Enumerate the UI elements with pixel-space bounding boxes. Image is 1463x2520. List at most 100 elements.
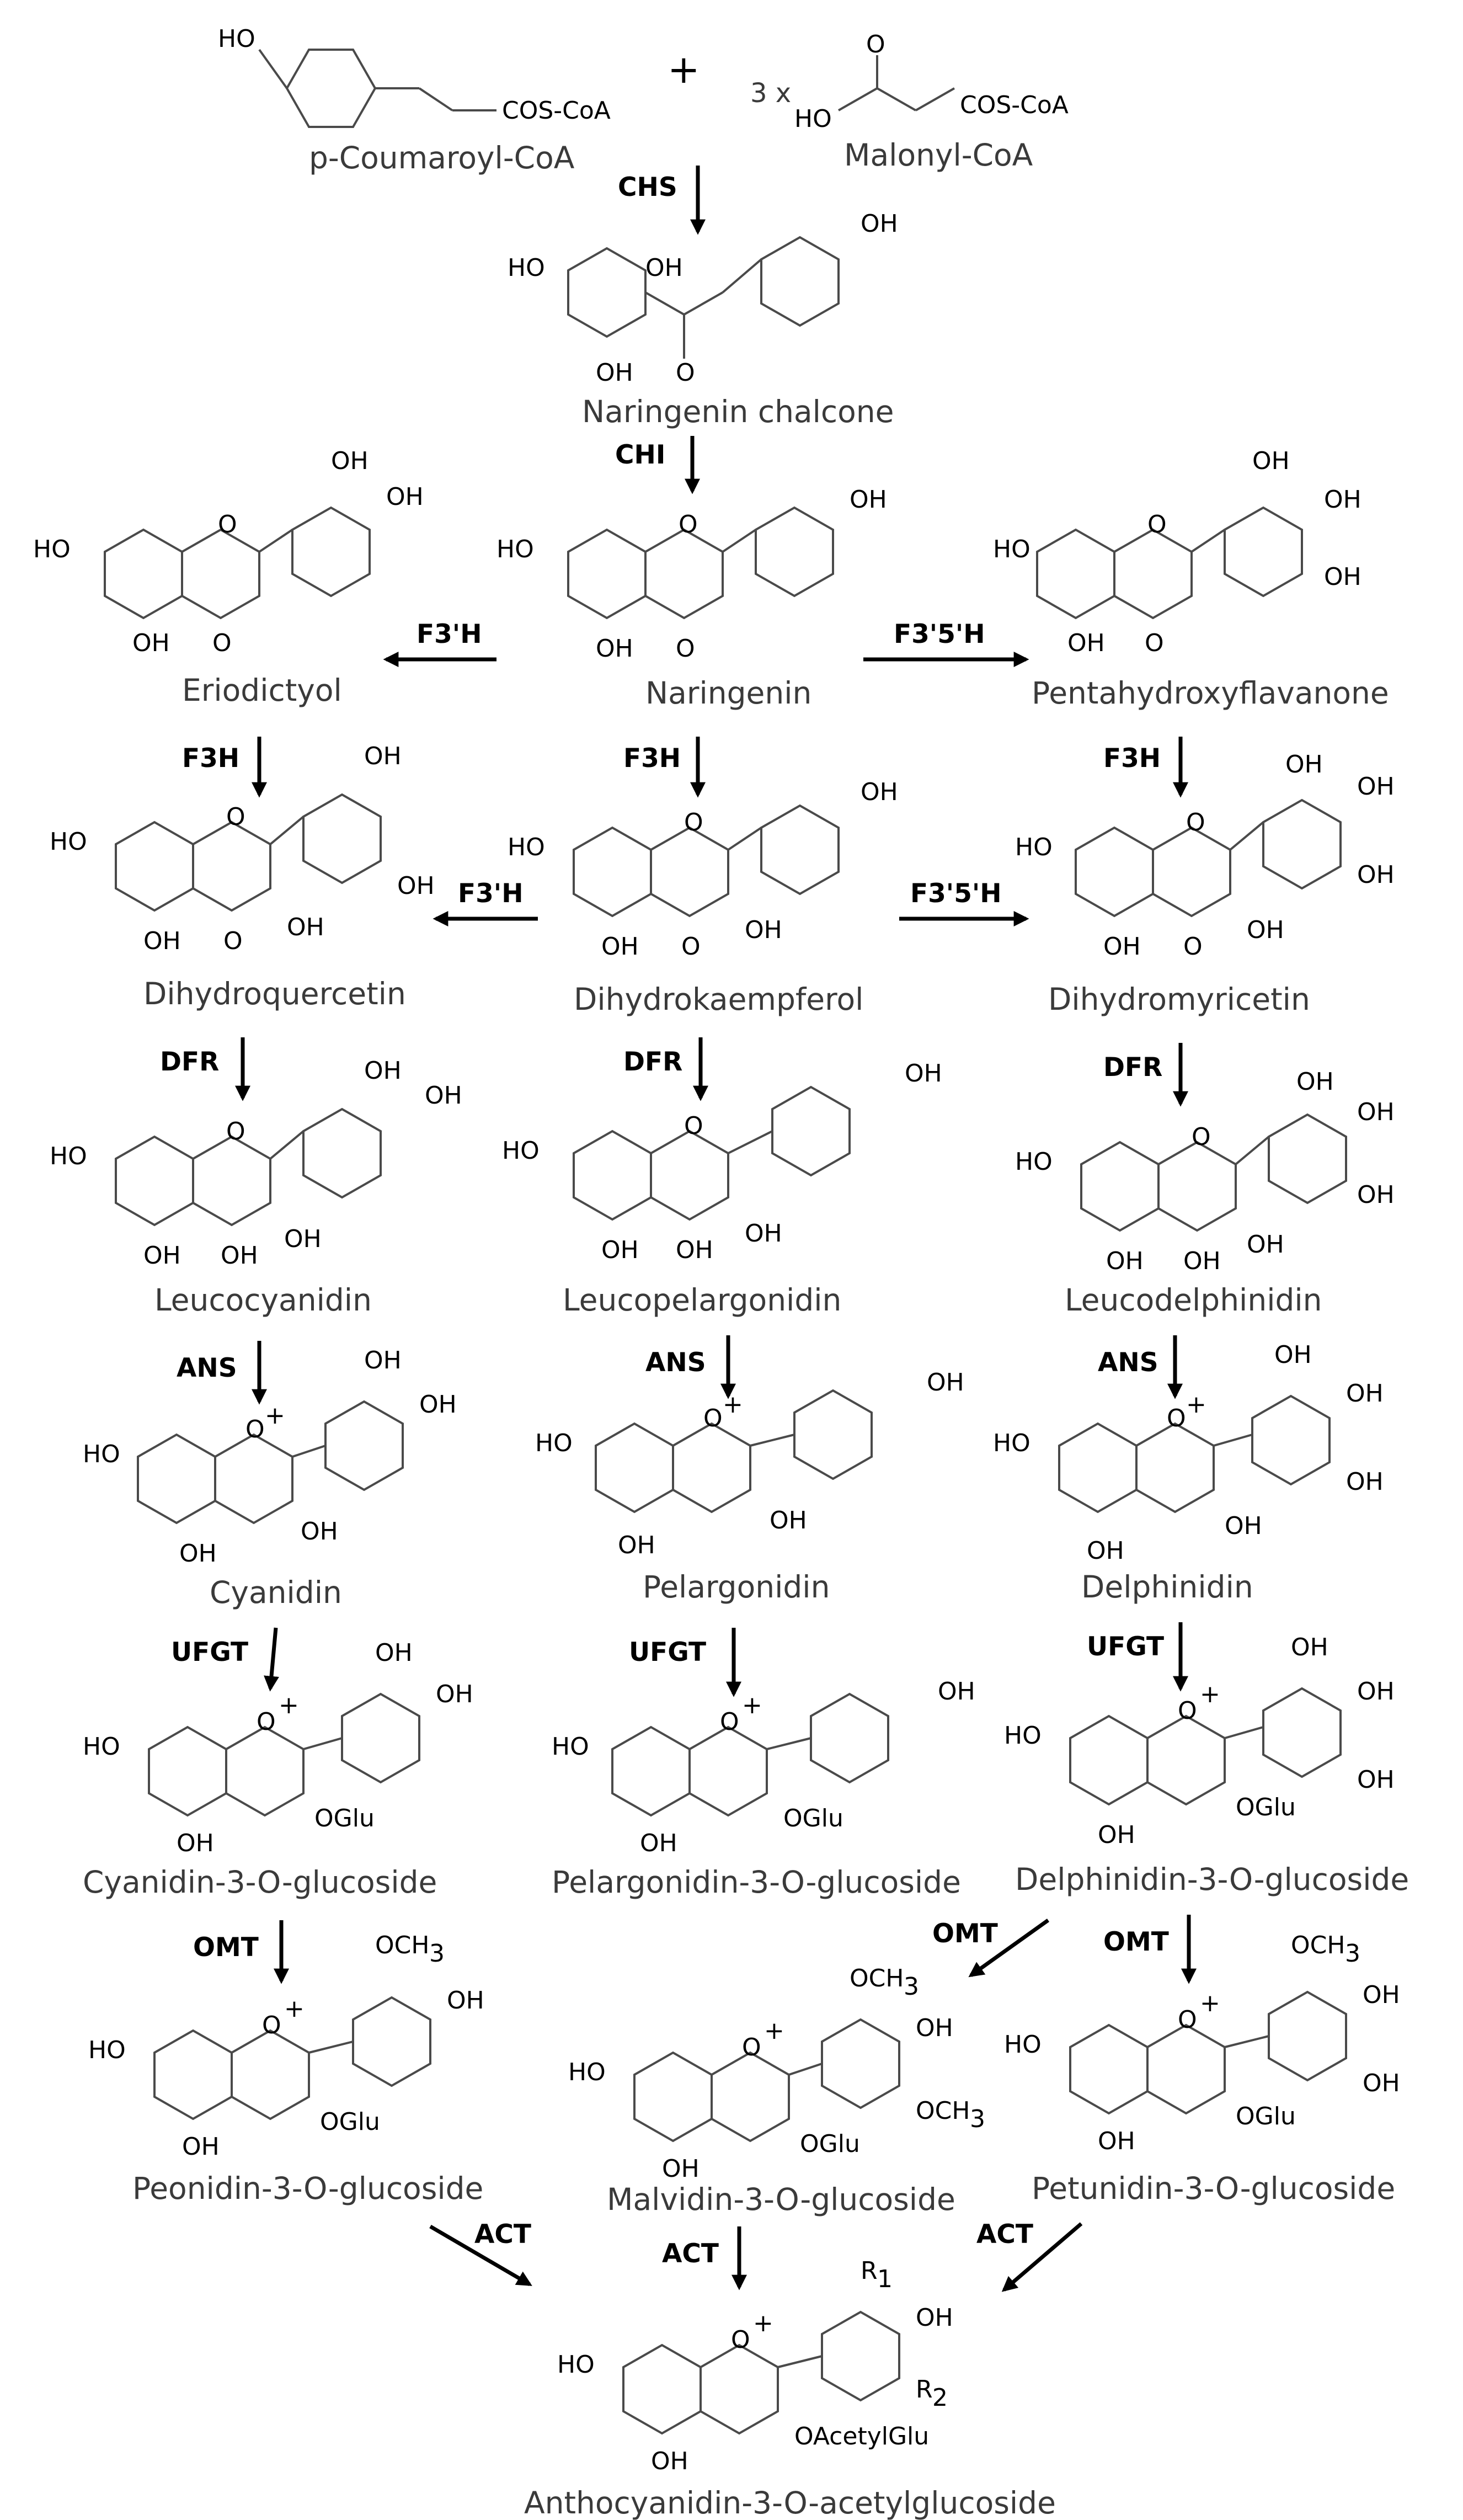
chalcone-ho: HO <box>508 254 545 282</box>
cy3g-ho: HO <box>83 1733 120 1761</box>
petunidin-3-glucoside-structure: HO O + OH OGlu OCH 3 OH OH Petunidin-3-O… <box>1004 1931 1400 2206</box>
dihydrokaempferol-structure: HO O OH O OH OH Dihydrokaempferol <box>508 778 898 1017</box>
naringenin-oh-4p: OH <box>850 486 887 514</box>
dhk-oh-4p: OH <box>861 778 898 806</box>
dhq-oh-3p: OH <box>364 742 402 770</box>
dhm-o-ring: O <box>1186 808 1205 837</box>
final-plus: + <box>753 2309 773 2337</box>
malonyl-ho: HO <box>794 105 832 133</box>
mv3g-plus: + <box>764 2017 784 2045</box>
compound-cyanidin-3-o-glucoside: Cyanidin-3-O-glucoside <box>83 1864 437 1900</box>
penta-oh-5p: OH <box>1324 563 1361 591</box>
leucopelargonidin-structure: HO O OH OH OH OH Leucopelargonidin <box>502 1059 942 1318</box>
cy3g-oh-3p: OH <box>375 1639 413 1667</box>
arrow-omt-center <box>968 1919 1050 1978</box>
enzyme-f3ph-1: F3'H <box>417 619 482 649</box>
dp3g-oglu: OGlu <box>1236 1793 1296 1821</box>
penta-o-ring: O <box>1147 510 1167 539</box>
dhm-o-4: O <box>1183 933 1203 961</box>
compound-delphinidin: Delphinidin <box>1081 1569 1253 1605</box>
pt3g-plus: + <box>1200 1989 1220 2017</box>
dhm-oh-5p: OH <box>1357 861 1395 889</box>
pt3g-ho: HO <box>1004 2031 1042 2059</box>
coumaroyl-ho: HO <box>218 25 255 53</box>
pn3g-ho: HO <box>88 2036 126 2064</box>
dihydromyricetin-structure: HO O OH O OH OH OH OH Dihydromyricetin <box>1015 750 1395 1017</box>
final-sub2: 2 <box>932 2384 948 2412</box>
pt3g-oh-5: OH <box>1098 2127 1135 2155</box>
lpg-oh-3: OH <box>745 1219 782 1248</box>
dhm-oh-3p: OH <box>1285 750 1323 779</box>
mv3g-oh-4p: OH <box>916 2014 953 2042</box>
enzyme-chi: CHI <box>615 440 665 470</box>
pt3g-och: OCH <box>1291 1931 1345 1959</box>
cy-plus: + <box>265 1402 285 1430</box>
chalcone-oh-bottom: OH <box>596 359 633 387</box>
naringenin-o-4: O <box>676 635 695 663</box>
naringenin-oh-5: OH <box>596 635 633 663</box>
enzyme-omt-left: OMT <box>193 1932 259 1963</box>
naringenin-o-ring: O <box>679 510 698 539</box>
dp3g-o-plus: O <box>1178 1697 1197 1725</box>
enzyme-ufgt-center: UFGT <box>629 1637 706 1667</box>
penta-oh-4p: OH <box>1324 486 1361 514</box>
dp-oh-3: OH <box>1225 1512 1262 1540</box>
arrow-ufgt-left <box>264 1627 279 1692</box>
dp-oh-5p: OH <box>1346 1468 1384 1496</box>
final-oh-5: OH <box>651 2447 688 2475</box>
dhq-ho: HO <box>50 828 87 856</box>
lcy-ho: HO <box>50 1142 87 1170</box>
enzyme-act-right: ACT <box>976 2219 1033 2250</box>
cy-oh-3p: OH <box>364 1346 402 1374</box>
compound-malonyl-coa: Malonyl-CoA <box>844 137 1033 173</box>
dp-ho: HO <box>993 1429 1030 1457</box>
dp3g-plus: + <box>1200 1680 1220 1708</box>
delphinidin-3-glucoside-structure: HO O + OH OGlu OH OH OH Delphinidin-3-O-… <box>1004 1633 1409 1897</box>
penta-ho: HO <box>993 535 1030 563</box>
malonyl-cos-coa: COS-CoA <box>960 91 1069 119</box>
dp-oh-5: OH <box>1087 1537 1124 1565</box>
pg-ho: HO <box>535 1429 573 1457</box>
compound-coumaroyl-coa: p-Coumaroyl-CoA <box>309 140 575 175</box>
final-oh-4p: OH <box>916 2304 953 2332</box>
plus-sign: + <box>668 47 700 92</box>
dp3g-oh-5: OH <box>1098 1821 1135 1849</box>
ldp-oh-4: OH <box>1183 1247 1221 1275</box>
final-r2: R <box>916 2375 933 2404</box>
penta-o-4: O <box>1145 629 1164 657</box>
eriodictyol-structure: HO O OH O OH OH Eriodictyol <box>33 447 424 708</box>
cyanidin-structure: HO O + OH OH OH OH Cyanidin <box>83 1346 457 1610</box>
leucocyanidin-structure: HO O OH OH OH OH OH Leucocyanidin <box>50 1057 462 1318</box>
penta-oh-5: OH <box>1067 629 1105 657</box>
cy3g-oh-5: OH <box>177 1829 214 1857</box>
pg3g-oh-5: OH <box>640 1829 677 1857</box>
compound-dihydroquercetin: Dihydroquercetin <box>143 976 406 1011</box>
compound-pelargonidin: Pelargonidin <box>643 1569 830 1605</box>
coumaroyl-cos-coa: COS-CoA <box>502 97 611 125</box>
dhq-o-ring: O <box>226 803 245 831</box>
enzyme-act-left: ACT <box>474 2219 531 2250</box>
compound-cyanidin: Cyanidin <box>210 1575 342 1610</box>
three-x-label: 3 x <box>750 78 791 109</box>
pt3g-oh-4p: OH <box>1363 1981 1400 2009</box>
mv3g-sub3-bottom: 3 <box>970 2105 985 2133</box>
compound-petunidin-3-o-glucoside: Petunidin-3-O-glucoside <box>1032 2171 1395 2206</box>
enzyme-dfr-center: DFR <box>623 1047 682 1077</box>
cy-oh-3: OH <box>301 1517 338 1546</box>
pn3g-oh-5: OH <box>182 2133 220 2161</box>
chalcone-oh-top: OH <box>645 254 683 282</box>
pg3g-o-plus: O <box>720 1708 739 1736</box>
pelargonidin-3-glucoside-structure: HO O + OH OGlu OH Pelargonidin-3-O-gluco… <box>552 1677 975 1900</box>
peonidin-3-glucoside-structure: HO O + OH OGlu OCH 3 OH Peonidin-3-O-glu… <box>88 1931 484 2206</box>
dhq-oh-3: OH <box>287 913 324 941</box>
dhm-oh-3: OH <box>1247 916 1284 944</box>
dp-plus: + <box>1186 1390 1206 1419</box>
pentahydroxyflavanone-structure: HO O OH O OH OH OH Pentahydroxyflavanone <box>993 447 1389 711</box>
compound-anthocyanidin-3-o-acetylglucoside: Anthocyanidin-3-O-acetylglucoside <box>524 2485 1056 2520</box>
dihydroquercetin-structure: HO O OH O OH OH OH Dihydroquercetin <box>50 742 435 1011</box>
mv3g-o-plus: O <box>742 2033 761 2061</box>
pt3g-oh-5p: OH <box>1363 2069 1400 2097</box>
dhm-ho: HO <box>1015 833 1053 861</box>
cy3g-oglu: OGlu <box>314 1804 375 1832</box>
ldp-o-ring: O <box>1192 1123 1211 1151</box>
